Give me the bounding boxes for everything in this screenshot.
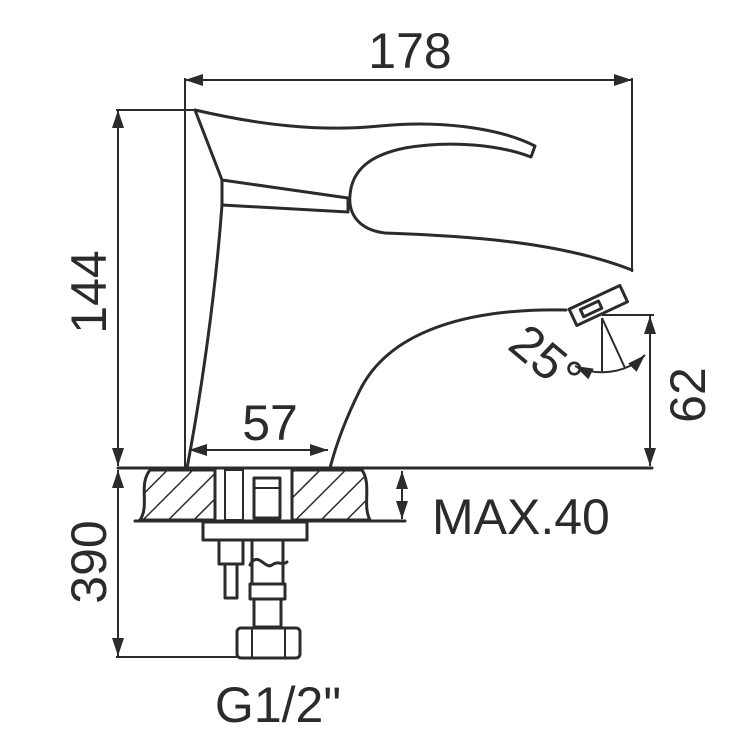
max-deck-label: MAX.40 <box>432 489 610 545</box>
hose-length-label: 390 <box>61 520 117 603</box>
dimension-lines <box>112 74 656 658</box>
angle-label: 25° <box>499 313 593 405</box>
spout-height-label: 62 <box>660 367 716 423</box>
thread-label: G1/2" <box>215 677 341 733</box>
aerator <box>567 283 630 327</box>
width-label: 178 <box>368 23 451 79</box>
height-label: 144 <box>61 250 117 333</box>
mounting-hardware <box>201 520 309 660</box>
base-width-label: 57 <box>242 395 298 451</box>
faucet-body <box>185 108 634 470</box>
